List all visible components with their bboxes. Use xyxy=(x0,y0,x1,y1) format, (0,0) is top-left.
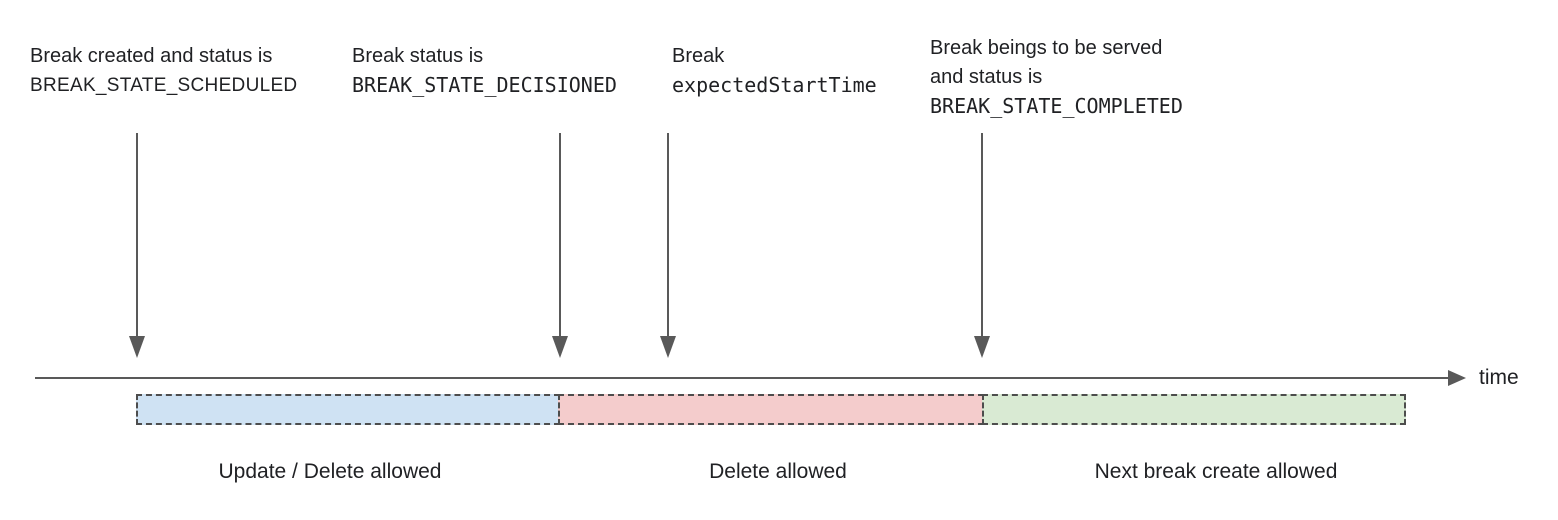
annotation-text: Break xyxy=(672,45,725,67)
arrow-shaft xyxy=(667,133,669,339)
event-arrow-break-created xyxy=(129,133,145,358)
segment-label-delete-allowed: Delete allowed xyxy=(709,460,847,483)
segment-update-delete-allowed xyxy=(136,394,560,425)
segment-next-break-create-allowed xyxy=(982,394,1406,425)
annotation-text: Break status is xyxy=(352,45,484,67)
arrow-shaft xyxy=(136,133,138,339)
event-arrow-break-decisioned xyxy=(552,133,568,358)
annotation-text: Break created and status is xyxy=(30,45,273,67)
annotation-code-text: expectedStartTime xyxy=(672,73,877,97)
arrow-down-icon xyxy=(974,336,990,358)
annotation-break-scheduled: Break created and status is BREAK_STATE_… xyxy=(30,42,297,100)
event-arrow-break-completed xyxy=(974,133,990,358)
time-axis-arrowhead-icon xyxy=(1448,370,1466,386)
segment-delete-allowed xyxy=(558,394,984,425)
segment-label-next-break-create-allowed: Next break create allowed xyxy=(1094,460,1338,483)
annotation-text: Break beings to be served xyxy=(930,37,1163,59)
annotation-text: and status is xyxy=(930,66,1043,88)
annotation-expected-start-time: Break expectedStartTime xyxy=(672,42,877,100)
annotation-code-text: BREAK_STATE_COMPLETED xyxy=(930,94,1183,118)
annotation-code-text: BREAK_STATE_SCHEDULED xyxy=(30,75,298,96)
time-axis-label: time xyxy=(1479,366,1519,389)
segment-label-update-delete-allowed: Update / Delete allowed xyxy=(218,460,442,483)
annotation-break-completed: Break beings to be served and status is … xyxy=(930,34,1183,121)
time-axis-line xyxy=(35,377,1448,379)
annotation-code-text: BREAK_STATE_DECISIONED xyxy=(352,73,617,97)
arrow-down-icon xyxy=(552,336,568,358)
arrow-shaft xyxy=(981,133,983,339)
arrow-down-icon xyxy=(660,336,676,358)
event-arrow-expected-start-time xyxy=(660,133,676,358)
arrow-shaft xyxy=(559,133,561,339)
annotation-break-decisioned: Break status is BREAK_STATE_DECISIONED xyxy=(352,42,617,100)
arrow-down-icon xyxy=(129,336,145,358)
